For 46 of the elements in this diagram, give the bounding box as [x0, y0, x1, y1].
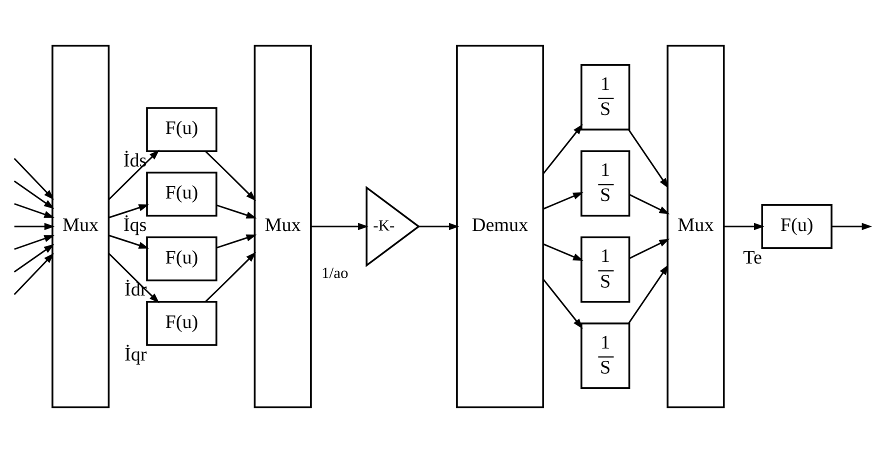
- arrow: [542, 124, 583, 174]
- node-box: F(u): [146, 171, 218, 216]
- arrow: [14, 222, 55, 230]
- arrow: [216, 234, 257, 248]
- arrow: [628, 264, 669, 324]
- node-box: 1 S: [580, 322, 630, 388]
- node-box: Mux: [666, 44, 725, 408]
- arrow: [14, 157, 54, 200]
- arrow: [543, 192, 584, 209]
- arrow: [205, 150, 256, 201]
- arrow: [311, 222, 368, 230]
- arrow: [108, 252, 160, 303]
- arrow: [205, 251, 256, 302]
- arrow: [14, 180, 54, 208]
- arrow: [14, 252, 54, 295]
- node-box: 1 S: [580, 236, 630, 302]
- arrow: [14, 202, 55, 218]
- node-box: F(u): [146, 300, 218, 346]
- arrow: [542, 278, 583, 328]
- arrow: [832, 222, 872, 230]
- arrow: [14, 244, 54, 272]
- arrow: [724, 222, 764, 230]
- node-box: 1 S: [580, 150, 630, 216]
- node-box: Demux: [456, 44, 544, 408]
- node-box: F(u): [761, 204, 832, 248]
- arrow: [14, 234, 55, 250]
- node-box: Mux: [254, 44, 312, 408]
- arrow: [629, 194, 670, 214]
- arrow: [629, 238, 670, 258]
- arrow: [418, 222, 460, 230]
- node-label: İdr: [124, 279, 147, 300]
- arrow: [108, 234, 150, 248]
- node-box: 1 S: [580, 64, 630, 130]
- arrow: [628, 128, 669, 188]
- arrow: [108, 204, 150, 218]
- arrow: [108, 149, 160, 200]
- node-label: İqr: [124, 344, 147, 365]
- node-label: İds: [123, 150, 147, 171]
- node-box: F(u): [146, 106, 218, 152]
- node-label: Te: [743, 246, 762, 268]
- node-box: Mux: [52, 44, 110, 408]
- node-label: 1/ao: [322, 264, 348, 282]
- node-box: F(u): [146, 236, 218, 281]
- arrow: [216, 204, 257, 218]
- arrow: [543, 243, 584, 260]
- node-label: İqs: [123, 214, 147, 236]
